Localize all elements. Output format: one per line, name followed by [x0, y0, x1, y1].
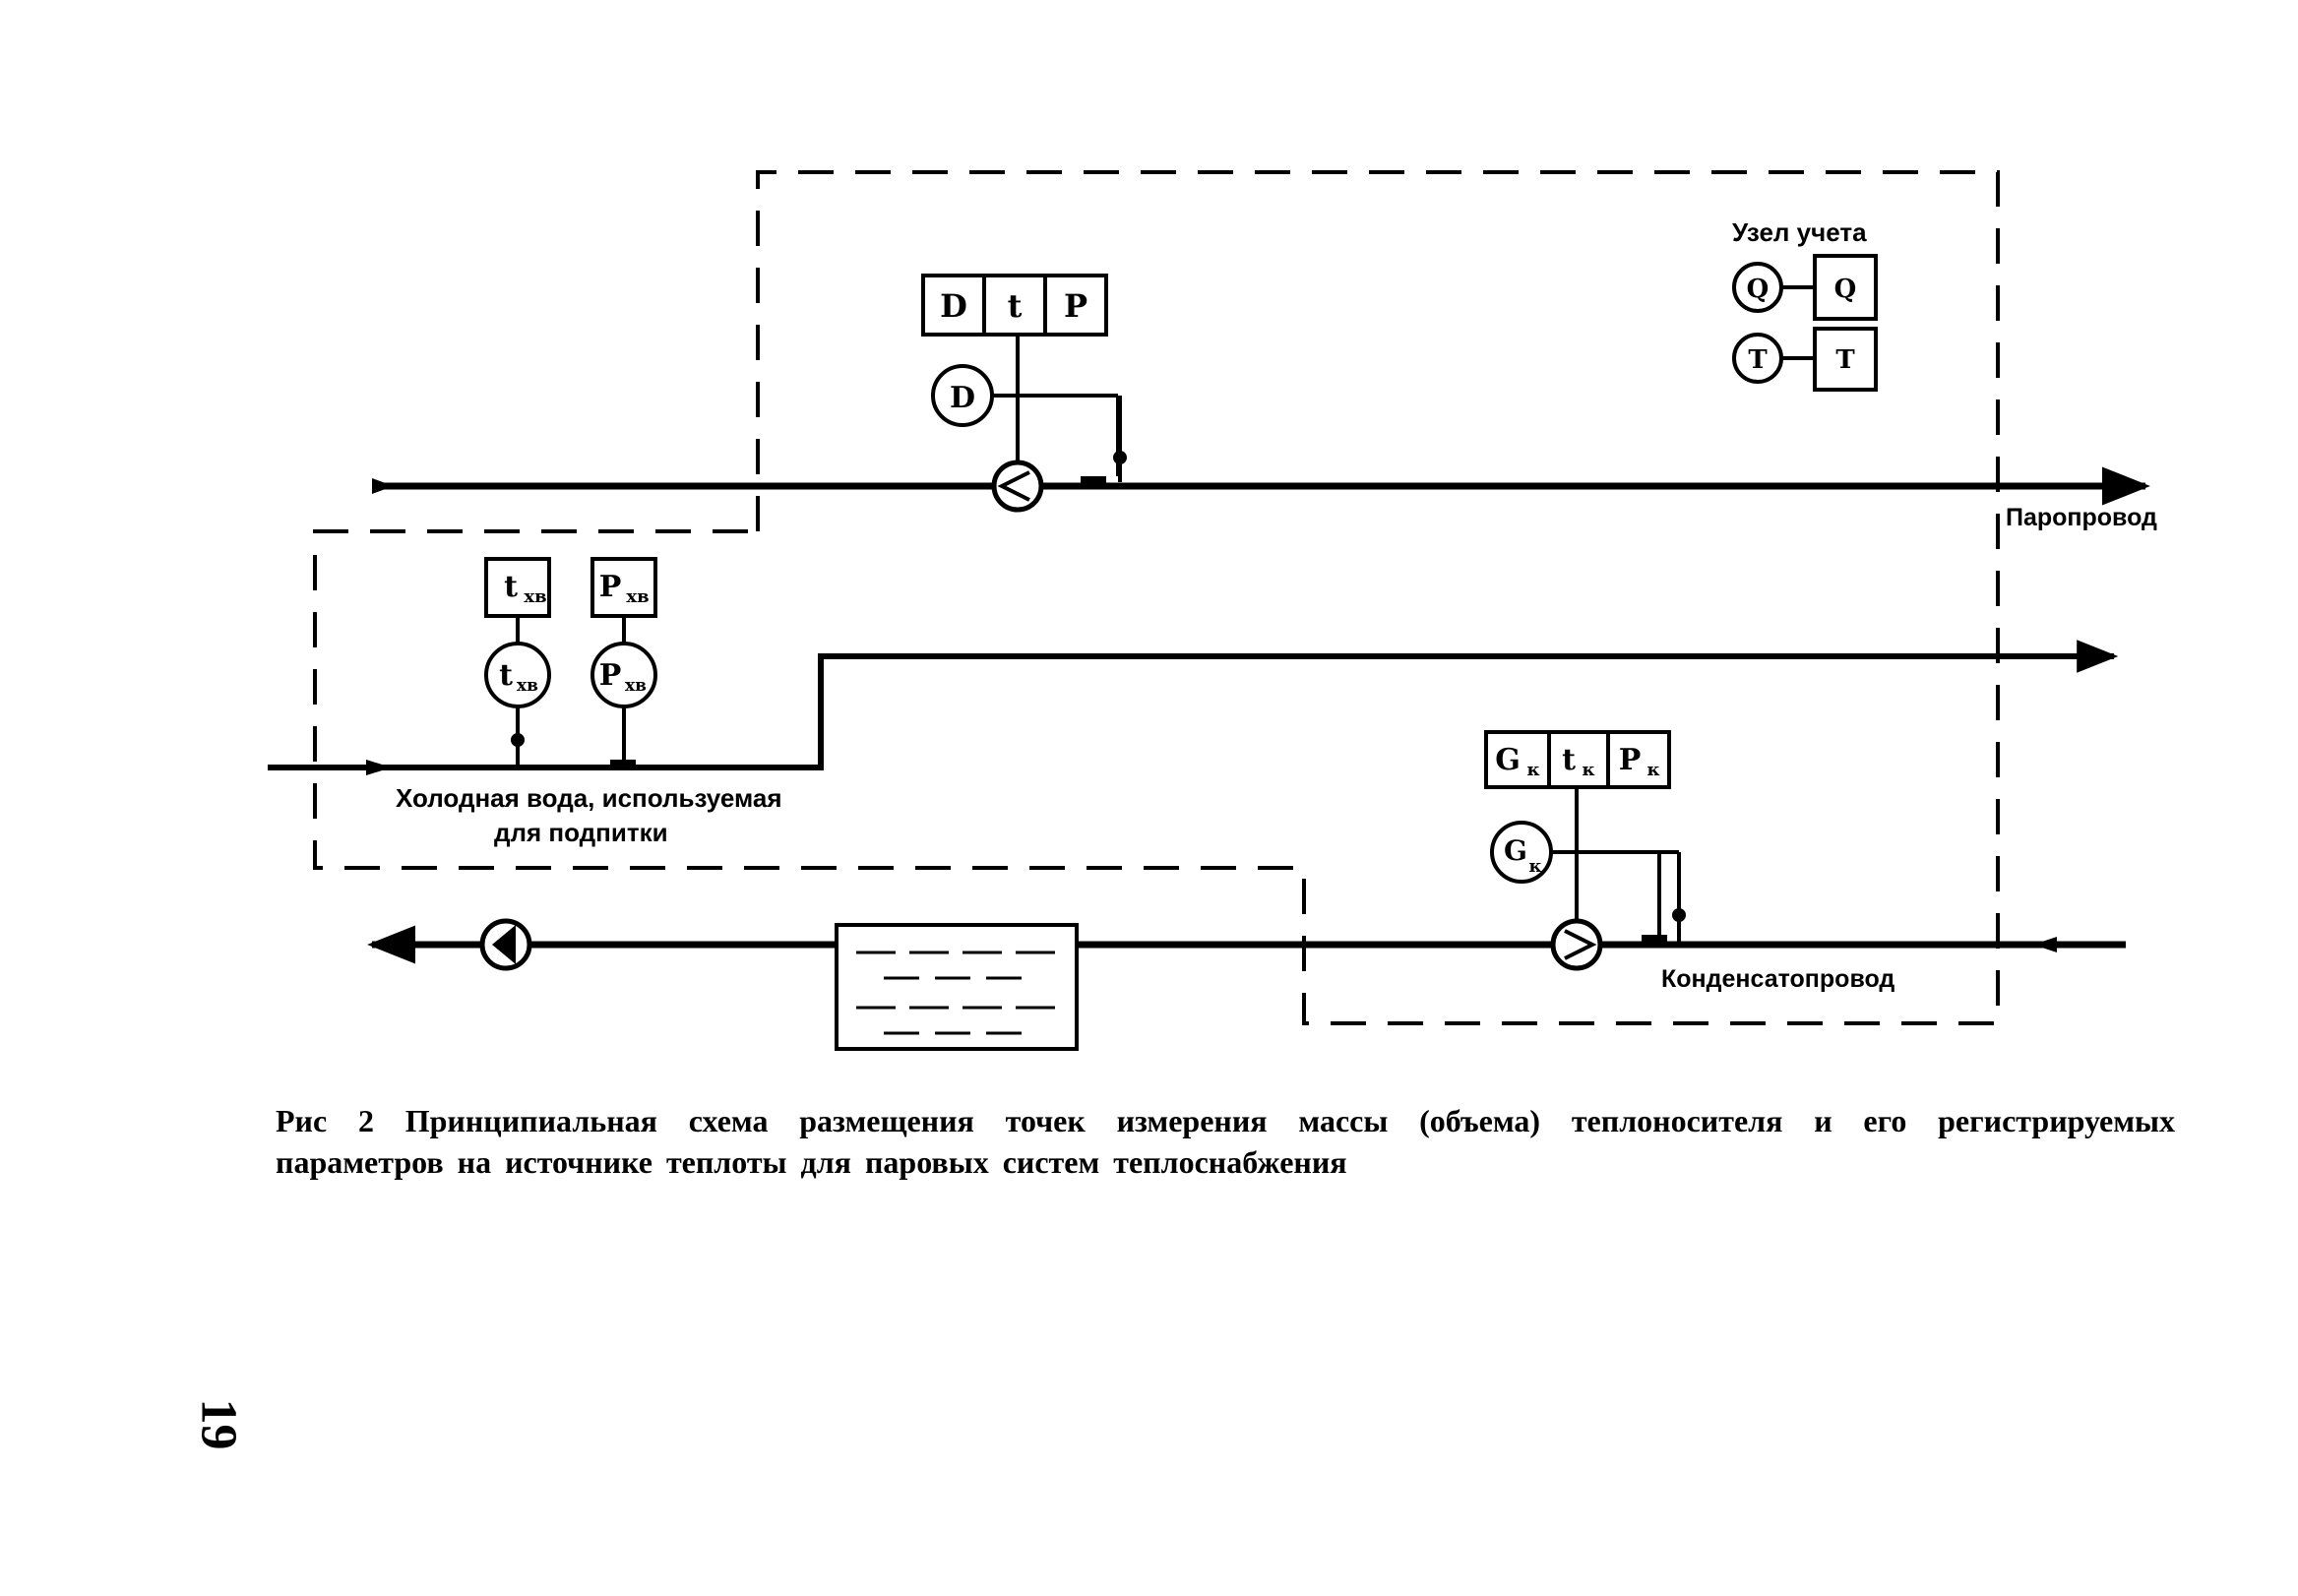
cold-water-label-line1: Холодная вода, используемая	[396, 783, 782, 813]
condensate-box-g-sub: к	[1527, 760, 1540, 780]
condensate-tank	[835, 923, 1079, 1051]
legend-t-box-label: T	[1835, 345, 1855, 375]
cold-water-pipeline	[268, 640, 2119, 770]
condensate-meter: G к G к t к P к	[1484, 730, 1686, 971]
condensate-circle-g-main: G	[1504, 834, 1527, 867]
metering-unit-legend: Узел учета Q Q T T	[1732, 217, 1878, 392]
cold-water-temp-sensor	[484, 642, 551, 708]
caption-line-2: параметров на источнике теплоты для паро…	[276, 1144, 1347, 1180]
cold-water-temp-circle-sub: хв	[517, 676, 538, 696]
steam-pipeline-label: Паропровод	[2006, 504, 2157, 531]
cold-water-temp-box	[484, 557, 551, 618]
metering-unit-title: Узел учета	[1732, 217, 1867, 247]
legend-q-circle-label: Q	[1747, 275, 1770, 304]
steam-pipeline	[372, 466, 2150, 506]
steam-flowmeter-icon	[991, 460, 1044, 513]
condensate-box-t	[1547, 730, 1610, 789]
steam-box-p	[1043, 274, 1108, 337]
figure-caption: Рис 2 Принципиальная схема размещения то…	[276, 1100, 2175, 1183]
cold-water-pressure-sensor	[590, 642, 657, 708]
condensate-box-t-main: t	[1562, 743, 1576, 777]
metering-unit-boundary	[313, 170, 2000, 1025]
steam-box-t	[982, 274, 1047, 337]
condensate-pipeline-label: Конденсатопровод	[1661, 965, 1894, 993]
steam-flow-sensor	[931, 364, 994, 427]
legend-t-circle-label: T	[1748, 345, 1768, 375]
condensate-flowmeter-icon	[1550, 918, 1603, 971]
condensate-box-g-main: G	[1495, 743, 1521, 777]
page-number: 19	[190, 1398, 247, 1450]
cold-water-temp-circle-main: t	[499, 658, 513, 693]
condensate-circle-g-sub: к	[1529, 856, 1542, 877]
cold-water-pressure-circle-sub: хв	[625, 676, 647, 696]
cold-water-pressure-box-sub: хв	[626, 586, 649, 607]
condensate-inlet-arrow	[2033, 937, 2057, 952]
cold-water-inlet-arrow	[366, 760, 392, 775]
pump-icon	[479, 918, 532, 971]
steam-box-d-label: D	[940, 287, 967, 325]
caption-line-1: Рис 2 Принципиальная схема размещения то…	[276, 1103, 2175, 1138]
steam-flow-sensor-label: D	[950, 381, 975, 415]
cold-water-temp-box-main: t	[504, 570, 518, 604]
cold-water-pressure-box-main: P	[599, 570, 622, 604]
condensate-box-p	[1606, 730, 1671, 789]
cold-water-pressure-circle-main: P	[599, 658, 622, 693]
legend-q-box-label: Q	[1834, 275, 1857, 304]
steam-meter: D D t P	[921, 274, 1127, 513]
condensate-box-t-sub: к	[1583, 760, 1595, 780]
steam-box-t-label: t	[1008, 287, 1023, 325]
steam-box-p-label: P	[1064, 287, 1087, 325]
condensate-box-p-main: P	[1619, 743, 1642, 777]
cold-water-temp-box-sub: хв	[524, 586, 546, 607]
cold-water-meters: t хв P хв t хв P хв	[484, 557, 657, 767]
condensate-flow-sensor	[1490, 821, 1553, 884]
cold-water-pressure-box	[590, 557, 657, 618]
cold-water-label-line2: для подпитки	[494, 818, 668, 847]
svg-text:t: t	[504, 570, 518, 604]
condensate-box-p-sub: к	[1647, 760, 1660, 780]
